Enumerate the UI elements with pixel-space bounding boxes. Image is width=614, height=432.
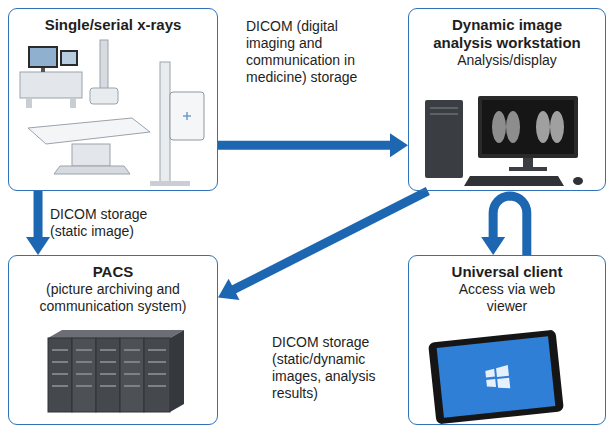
console-monitor — [60, 50, 78, 66]
system-box: Single/serial x-rays — [8, 8, 218, 191]
rack-slots — [52, 350, 166, 386]
arrow-head — [26, 237, 50, 255]
detector-panel — [170, 92, 204, 140]
data-flow-arrow — [481, 196, 527, 255]
lung-image — [492, 111, 506, 143]
arrow-shaft — [34, 191, 43, 238]
monitor-stand — [41, 68, 45, 72]
monitor-screen — [30, 48, 56, 66]
rack-side — [170, 330, 184, 412]
arrow-head — [218, 279, 239, 300]
patient-table — [28, 118, 150, 144]
data-flow-arrow — [26, 191, 50, 255]
arrow-head — [481, 237, 505, 255]
arrow-shaft — [233, 191, 428, 290]
windows-logo — [485, 365, 510, 391]
tablet-frame — [428, 330, 564, 425]
server-racks-icon — [48, 330, 184, 412]
connector-label: DICOM storage (static/dynamic images, an… — [272, 334, 392, 402]
wall-stand — [160, 62, 170, 182]
stand-base — [150, 181, 190, 186]
system-box: PACS(picture archiving and communication… — [8, 255, 218, 425]
monitor-stand — [523, 158, 533, 168]
connector-label: DICOM (digital imaging and communication… — [246, 18, 358, 86]
box-title: Universal client — [417, 263, 597, 281]
data-flow-arrow — [218, 133, 408, 157]
rack-top — [48, 330, 184, 338]
box-title: Single/serial x-rays — [18, 16, 208, 34]
monitor — [478, 96, 578, 158]
box-subtitle: (picture archiving and communication sys… — [17, 281, 209, 315]
box-subtitle: Access via web viewer — [452, 281, 562, 315]
xray-equipment-icon — [20, 40, 204, 186]
xray-tube — [90, 88, 118, 104]
keyboard — [464, 176, 564, 186]
monitor-screen — [482, 100, 574, 154]
monitor-foot — [509, 167, 547, 171]
system-box: Universal clientAccess via web viewer — [408, 255, 606, 425]
arrow-shaft — [218, 141, 391, 150]
console-desk — [20, 72, 82, 98]
arrow-head — [390, 133, 408, 157]
data-flow-arrow — [218, 191, 428, 300]
computer-tower — [425, 100, 463, 178]
tower-detail — [430, 108, 458, 114]
monitor-screen — [62, 52, 76, 64]
box-title: PACS — [18, 263, 208, 281]
lung-image — [506, 111, 520, 143]
ceiling-stand — [100, 40, 108, 90]
detector-mark — [183, 112, 191, 120]
connector-label: DICOM storage (static image) — [50, 206, 174, 240]
table-base — [72, 144, 110, 166]
workstation-icon — [425, 96, 583, 186]
system-box: Dynamic image analysis workstationAnalys… — [408, 8, 606, 191]
lung-image — [550, 111, 564, 143]
console-leg — [70, 98, 76, 108]
table-foot — [54, 166, 130, 174]
console-leg — [26, 98, 32, 108]
tablet-screen — [437, 336, 556, 417]
box-title: Dynamic image analysis workstation — [421, 16, 593, 52]
box-subtitle: Analysis/display — [417, 52, 597, 69]
console-monitor — [28, 46, 58, 68]
lung-image — [536, 111, 550, 143]
mouse — [573, 177, 583, 185]
tablet-icon — [428, 330, 564, 425]
